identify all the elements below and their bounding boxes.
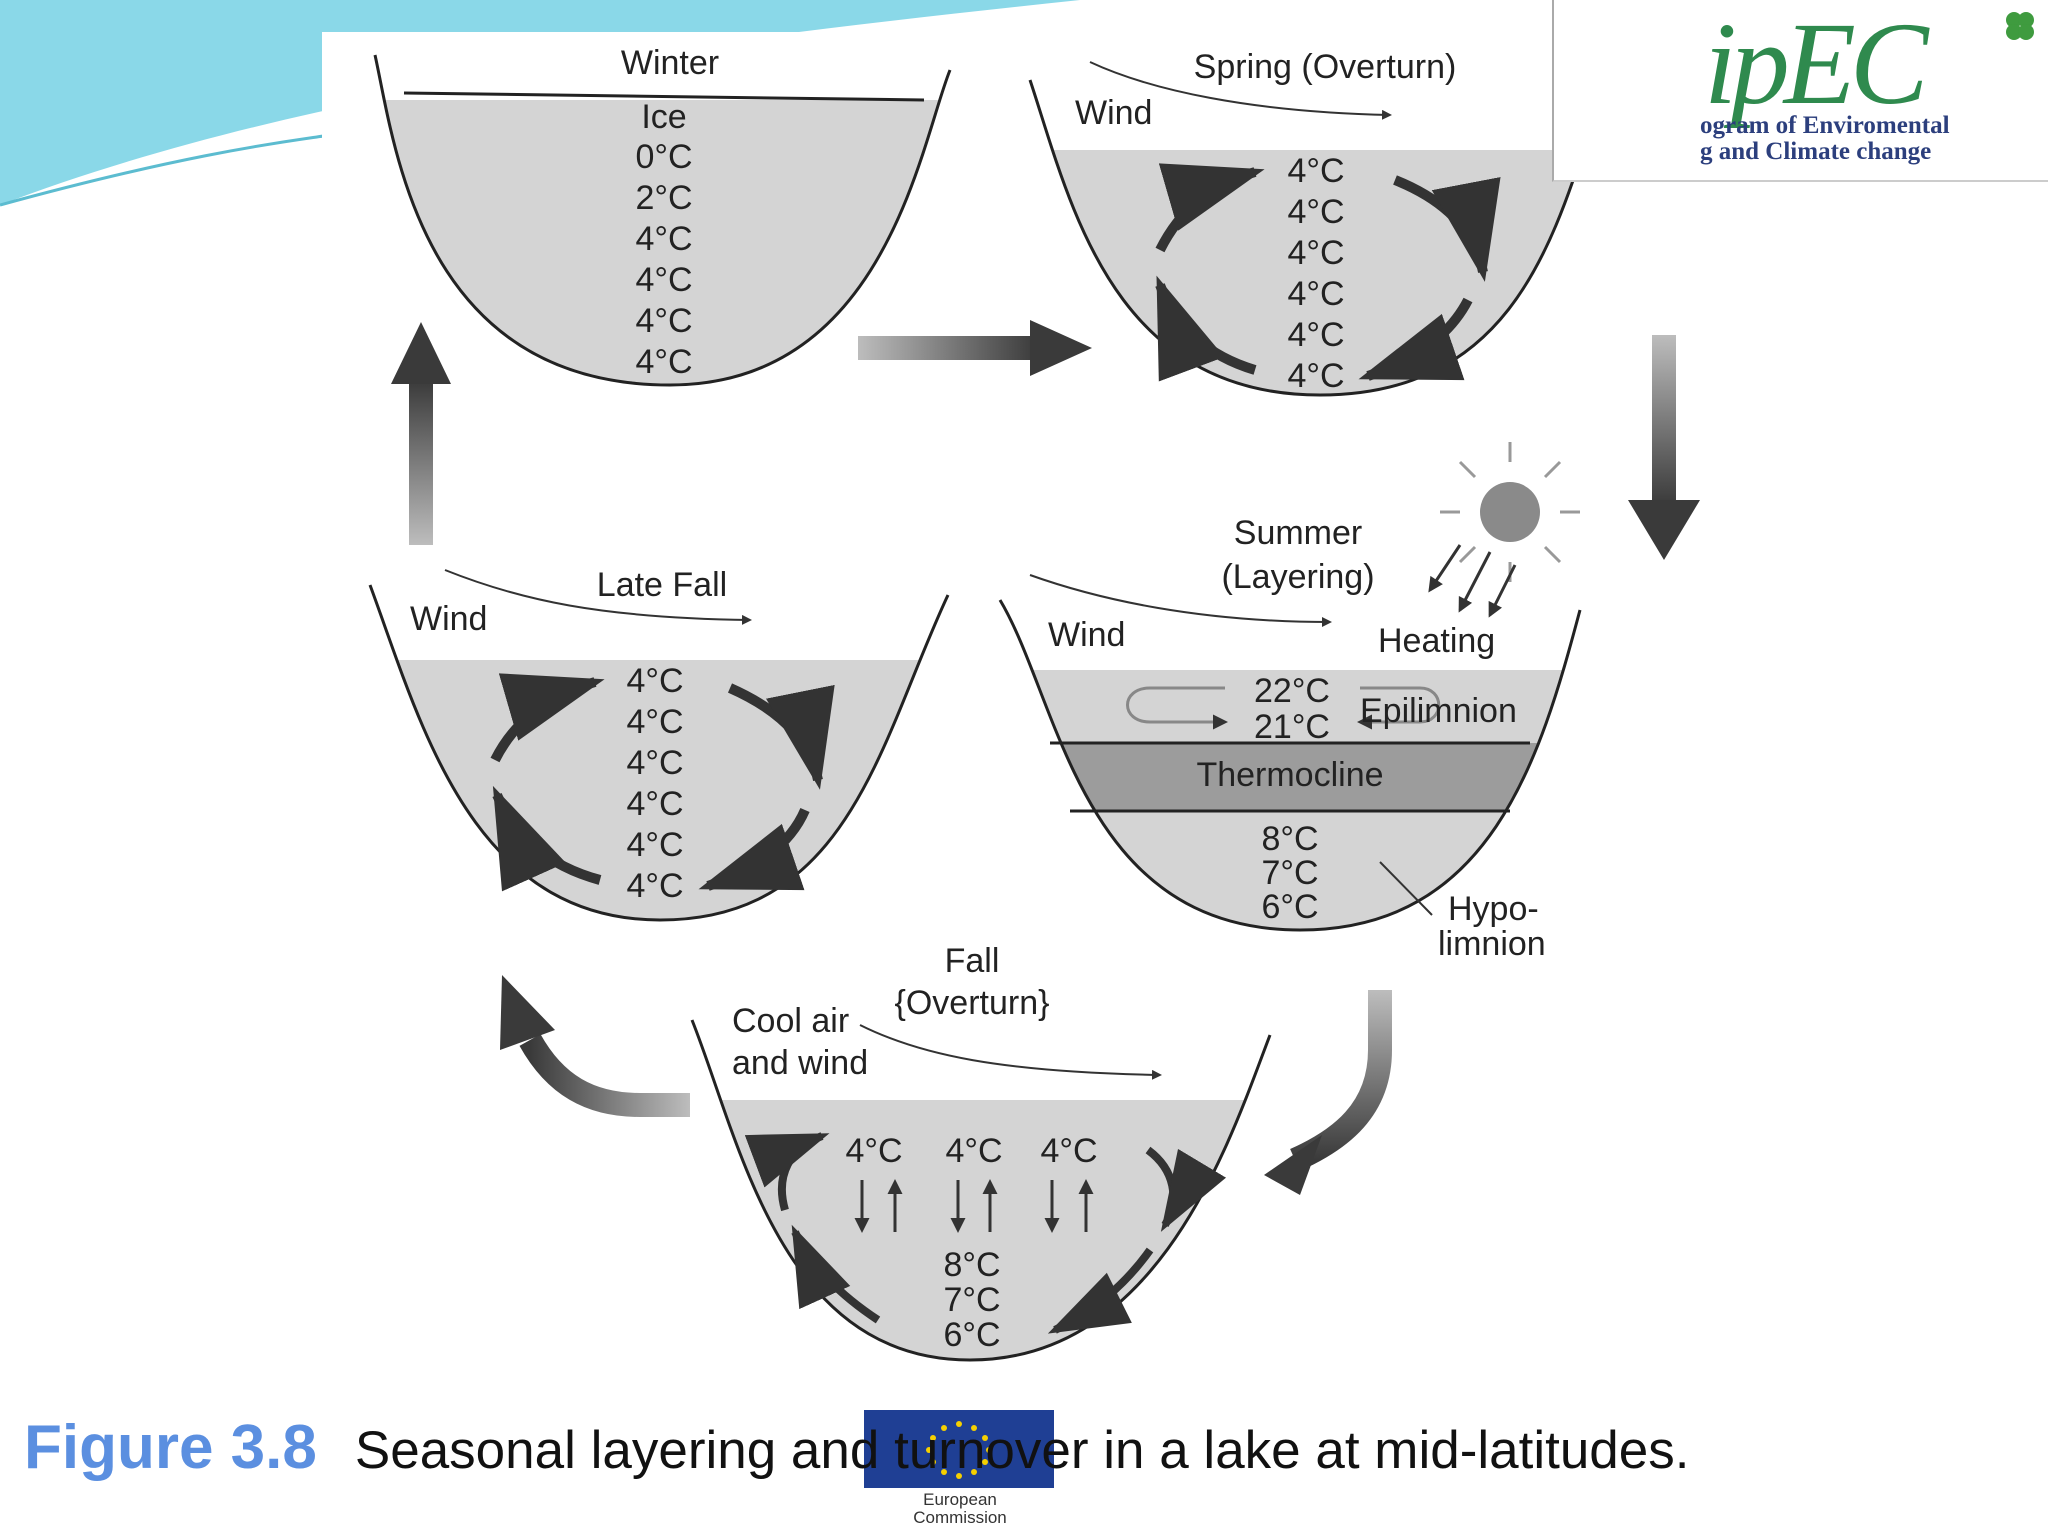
apec-logo: ipEC ogram of Enviromental g and Climate…	[1552, 0, 2048, 182]
fall-bottom-temp: 8°C	[943, 1246, 1000, 1284]
heating-arrows	[1428, 544, 1517, 618]
spring-temp: 4°C	[1287, 193, 1344, 231]
late-fall-temp: 4°C	[626, 662, 683, 700]
spring-temp: 4°C	[1287, 234, 1344, 272]
header-band	[0, 0, 1080, 207]
arrow-fall-to-late-fall	[500, 975, 690, 1117]
fall-title-line2: {Overturn}	[895, 984, 1050, 1022]
spring-wind-arrow	[1089, 61, 1392, 120]
eu-flag-icon	[864, 1410, 1054, 1488]
spring-temp: 4°C	[1287, 275, 1344, 313]
winter-temp: 0°C	[635, 138, 692, 176]
winter-basin	[373, 54, 952, 387]
sun-icon	[1440, 442, 1580, 582]
fall-top-temp: 4°C	[845, 1132, 902, 1170]
fall-wind-label-line2: and wind	[732, 1044, 868, 1082]
summer-wind-arrow	[1029, 574, 1332, 627]
summer-hypo-temp: 6°C	[1261, 888, 1318, 926]
summer-epi-temp: 21°C	[1254, 708, 1330, 746]
eu-logo: European Commission	[858, 1410, 1058, 1527]
epilimnion-label: Epilimnion	[1360, 692, 1517, 730]
spring-basin	[1028, 79, 1607, 397]
spring-title: Spring (Overturn)	[1194, 48, 1457, 86]
winter-temp: 4°C	[635, 261, 692, 299]
fall-mixing-arrows	[854, 1179, 1094, 1233]
arrow-late-fall-to-winter	[391, 322, 451, 545]
clover-icon	[2006, 12, 2034, 40]
late-fall-temp: 4°C	[626, 744, 683, 782]
spring-temp: 4°C	[1287, 152, 1344, 190]
fall-title-line1: Fall	[945, 942, 1000, 980]
figure-caption: Figure 3.8 Seasonal layering and turnover…	[24, 1412, 1689, 1483]
summer-title-line1: Summer	[1234, 514, 1362, 552]
apec-logo-text-line1: ogram of Enviromental	[1700, 112, 1950, 139]
late-fall-temp: 4°C	[626, 867, 683, 905]
winter-temp: 4°C	[635, 343, 692, 381]
cycle-arrows	[391, 320, 1700, 1195]
winter-ice-label: Ice	[641, 98, 686, 136]
fall-wind-label-line1: Cool air	[732, 1002, 849, 1040]
epilimnion-loop-left	[1126, 686, 1228, 730]
hypolimnion-label-line1: Hypo-	[1448, 890, 1539, 928]
summer-title-line2: (Layering)	[1221, 558, 1374, 596]
summer-thermocline-band	[1000, 743, 1580, 811]
fall-top-temp: 4°C	[1040, 1132, 1097, 1170]
fall-circulation	[744, 1132, 1227, 1334]
winter-temp: 4°C	[635, 220, 692, 258]
winter-temp: 4°C	[635, 302, 692, 340]
winter-title: Winter	[621, 44, 719, 82]
thermocline-label: Thermocline	[1196, 756, 1383, 794]
spring-wind-label: Wind	[1075, 94, 1152, 132]
fall-bottom-temp: 7°C	[943, 1281, 1000, 1319]
epilimnion-loop-right	[1357, 686, 1441, 730]
late-fall-title: Late Fall	[597, 566, 727, 604]
summer-wind-label: Wind	[1048, 616, 1125, 654]
late-fall-wind-label: Wind	[410, 600, 487, 638]
figure-number: Figure 3.8	[24, 1413, 317, 1482]
eu-logo-text-line2: Commission	[913, 1508, 1007, 1527]
arrow-spring-to-summer	[1628, 335, 1700, 560]
arrow-summer-to-fall	[1264, 990, 1392, 1195]
summer-hypo-temp: 8°C	[1261, 820, 1318, 858]
late-fall-wind-arrow	[444, 569, 752, 625]
late-fall-circulation	[490, 673, 835, 892]
hypolimnion-pointer	[1379, 861, 1433, 916]
eu-logo-text-line1: European	[923, 1490, 997, 1509]
late-fall-temp: 4°C	[626, 785, 683, 823]
fall-bottom-temp: 6°C	[943, 1316, 1000, 1354]
summer-hypo-temp: 7°C	[1261, 854, 1318, 892]
spring-temp: 4°C	[1287, 316, 1344, 354]
spring-temp: 4°C	[1287, 357, 1344, 395]
spring-circulation	[1155, 163, 1501, 382]
hypolimnion-label-line2: limnion	[1438, 925, 1546, 963]
summer-basin	[998, 599, 1582, 932]
winter-temp: 2°C	[635, 179, 692, 217]
arrow-winter-to-spring	[858, 320, 1092, 376]
late-fall-basin	[368, 584, 950, 922]
late-fall-temp: 4°C	[626, 703, 683, 741]
apec-logo-mark: ipEC	[1704, 0, 1929, 129]
fall-wind-arrow	[859, 1024, 1162, 1080]
summer-heating-label: Heating	[1378, 622, 1495, 660]
apec-logo-text-line2: g and Climate change	[1700, 138, 1932, 165]
figure-caption-text: Seasonal layering and turnover in a lake…	[354, 1421, 1690, 1480]
winter-ice-line	[403, 91, 925, 102]
fall-top-temp: 4°C	[945, 1132, 1002, 1170]
summer-epi-temp: 22°C	[1254, 672, 1330, 710]
late-fall-temp: 4°C	[626, 826, 683, 864]
